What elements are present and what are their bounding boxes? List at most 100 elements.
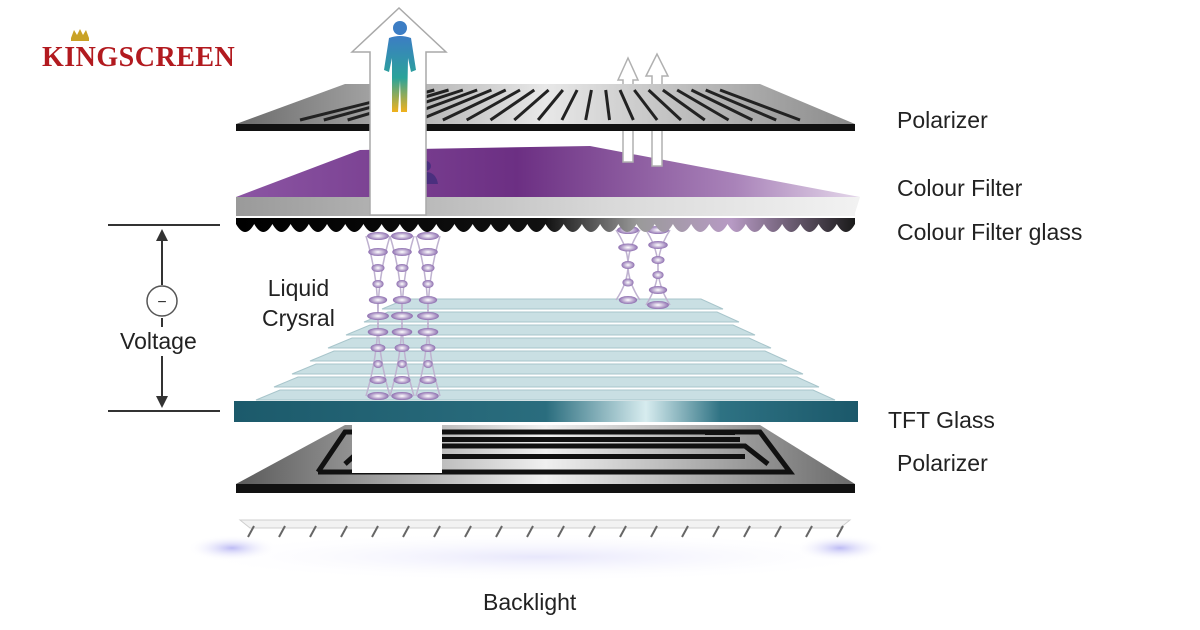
crystal-molecule xyxy=(647,301,669,309)
crystal-molecule xyxy=(368,248,388,256)
polarizer-line xyxy=(418,88,493,122)
crystal-molecule xyxy=(423,360,433,368)
liquid-crystal-ridge xyxy=(327,337,772,349)
backlight-ray xyxy=(278,525,286,538)
crystal-molecule xyxy=(648,286,668,294)
voltage-symbol: − xyxy=(157,294,166,311)
backlight-ray xyxy=(433,525,441,538)
crystal-molecule xyxy=(395,264,409,272)
polarizer-line xyxy=(489,88,536,122)
person-icon xyxy=(384,21,416,112)
crystal-molecule xyxy=(369,376,387,384)
crystal-molecule xyxy=(618,296,638,304)
liquid-crystal-ridge xyxy=(273,376,820,388)
liquid-crystal-ridge xyxy=(345,324,756,336)
crystal-molecule xyxy=(418,296,438,304)
label-backlight: Backlight xyxy=(483,589,577,615)
brand-logo: KINGSCREEN xyxy=(42,42,236,73)
polarizer-line xyxy=(633,89,659,121)
crystal-molecule xyxy=(417,328,439,336)
backlight-ray xyxy=(805,525,813,538)
crystal-molecule xyxy=(417,312,439,320)
polarizer-line xyxy=(584,89,593,121)
crystal-molecule xyxy=(391,328,413,336)
crystal-molecule xyxy=(652,271,664,279)
label-colour-filter: Colour Filter xyxy=(897,175,1023,201)
polarizer-line xyxy=(618,89,635,121)
tft-glass-layer xyxy=(234,401,858,422)
backlight-ray xyxy=(526,525,534,538)
crystal-molecule xyxy=(417,392,439,400)
polarizer-line xyxy=(705,88,777,122)
arrow-up-icon xyxy=(156,229,168,241)
voltage-indicator: − xyxy=(108,224,220,412)
backlight-ray xyxy=(619,525,627,538)
crystal-molecule xyxy=(621,261,635,269)
crystal-molecule xyxy=(371,264,385,272)
liquid-crystal-ridge xyxy=(291,363,804,375)
label-voltage: Voltage xyxy=(120,328,197,354)
polarizer-line xyxy=(560,89,579,121)
colour-filter-glass-layer xyxy=(236,212,855,232)
colour-filter-layer xyxy=(236,52,860,213)
crystal-molecule xyxy=(393,376,411,384)
label-polarizer-bottom: Polarizer xyxy=(897,450,988,476)
polarizer-line xyxy=(604,89,612,121)
liquid-crystal-ridge xyxy=(255,389,836,401)
polarizer-line xyxy=(513,88,550,122)
label-polarizer-top: Polarizer xyxy=(897,107,988,133)
backlight-ray xyxy=(340,525,348,538)
crystal-molecule xyxy=(420,344,436,352)
polarizer-line xyxy=(661,88,706,122)
crystal-molecule xyxy=(367,328,389,336)
polarizer-bottom-layer xyxy=(236,425,855,493)
crystal-molecule xyxy=(418,248,438,256)
polarizer-top-layer xyxy=(236,84,855,131)
liquid-crystal-molecules xyxy=(365,226,671,400)
polarizer-line xyxy=(536,89,565,121)
crystal-molecule xyxy=(391,312,413,320)
backlight-ray xyxy=(495,525,503,538)
crystal-molecule xyxy=(618,243,638,252)
crown-icon xyxy=(71,29,89,41)
liquid-crystal-layer xyxy=(255,298,836,401)
label-colour-filter-glass: Colour Filter glass xyxy=(897,219,1083,245)
up-arrow-icon xyxy=(350,6,448,216)
crystal-molecule xyxy=(367,312,389,320)
backlight-ray xyxy=(464,525,472,538)
crystal-molecule xyxy=(391,392,413,400)
polarizer-line xyxy=(690,88,754,122)
backlight-ray xyxy=(836,525,844,538)
crystal-molecule xyxy=(648,241,668,249)
backlight-ray xyxy=(681,525,689,538)
crystal-molecule xyxy=(422,280,434,288)
light-beam-bottom xyxy=(352,423,442,473)
backlight-ray xyxy=(712,525,720,538)
voltage-symbol-icon xyxy=(146,285,178,317)
crystal-molecule xyxy=(367,392,389,400)
backlight-ray xyxy=(557,525,565,538)
crystal-molecule xyxy=(397,360,407,368)
backlight-ray xyxy=(588,525,596,538)
backlight-ray xyxy=(402,525,410,538)
crystal-molecule xyxy=(394,344,410,352)
polarizer-line xyxy=(442,88,507,122)
crystal-molecule xyxy=(417,232,439,240)
backlight-layer xyxy=(178,519,898,582)
backlight-ray xyxy=(774,525,782,538)
label-liquid-crystal: Liquid Crysral xyxy=(262,273,335,333)
arrow-down-icon xyxy=(156,396,168,408)
crystal-molecule xyxy=(421,264,435,272)
label-liquid-crystal-line1: Liquid xyxy=(267,275,330,301)
crystal-column xyxy=(645,229,671,306)
polarizer-line xyxy=(719,88,801,122)
crystal-molecule xyxy=(622,278,634,287)
crystal-molecule xyxy=(392,248,412,256)
crystal-molecule xyxy=(419,376,437,384)
crystal-molecule xyxy=(651,256,665,264)
crystal-molecule xyxy=(392,296,412,304)
backlight-ray xyxy=(309,525,317,538)
polarizer-line xyxy=(676,88,730,122)
backlight-ray xyxy=(650,525,658,538)
